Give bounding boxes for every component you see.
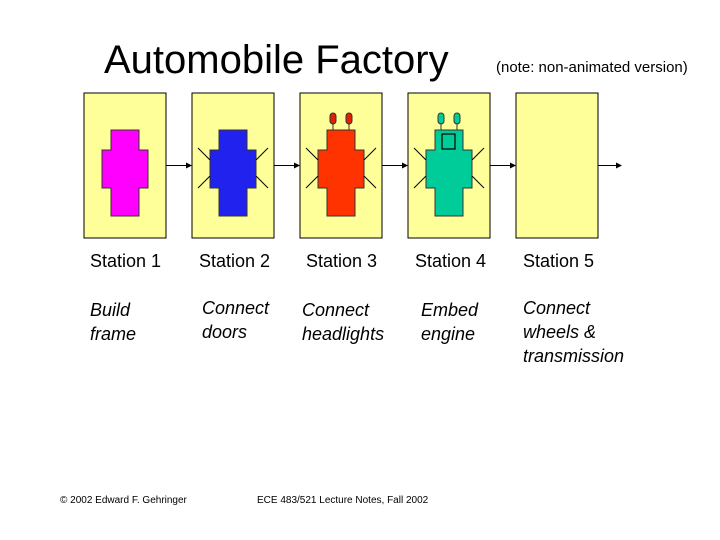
door-line — [197, 147, 211, 161]
door-line — [305, 175, 319, 189]
station-5-label: Station 5 — [523, 251, 595, 271]
door-line — [413, 175, 427, 189]
station-5-description: Connect wheels & transmission — [523, 298, 625, 366]
arrow-head — [510, 162, 516, 169]
arrow-head — [294, 162, 300, 169]
version-note: (note: non-animated version) — [496, 59, 688, 76]
station-4-label: Station 4 — [415, 251, 487, 271]
station-2-label: Station 2 — [199, 251, 271, 271]
headlight — [437, 112, 445, 125]
station-3-description: Connect headlights — [302, 300, 385, 344]
station-1 — [83, 92, 192, 239]
station-5 — [515, 92, 622, 239]
headlight — [345, 112, 353, 125]
door-line — [413, 147, 427, 161]
headlight — [329, 112, 337, 125]
door-line — [471, 147, 485, 161]
door-line — [305, 147, 319, 161]
car-frame — [101, 129, 149, 217]
door-line — [197, 175, 211, 189]
station-4 — [407, 92, 516, 239]
engine-block — [441, 133, 456, 150]
arrow-head — [402, 162, 408, 169]
door-line — [363, 175, 377, 189]
arrow-head — [186, 162, 192, 169]
arrow-head — [616, 162, 622, 169]
door-line — [471, 175, 485, 189]
car-frame — [317, 129, 365, 217]
door-line — [255, 147, 269, 161]
footer-course: ECE 483/521 Lecture Notes, Fall 2002 — [257, 495, 429, 506]
car-frame — [209, 129, 257, 217]
footer-copyright: © 2002 Edward F. Gehringer — [60, 495, 187, 506]
station-4-description: Embed engine — [421, 300, 479, 344]
station-1-label: Station 1 — [90, 251, 162, 271]
door-line — [255, 175, 269, 189]
station-3-label: Station 3 — [306, 251, 378, 271]
car-frame — [425, 129, 473, 217]
page-title: Automobile Factory — [104, 38, 449, 82]
station-box — [515, 92, 599, 239]
station-2 — [191, 92, 300, 239]
station-3 — [299, 92, 408, 239]
station-2-description: Connect doors — [202, 298, 270, 342]
headlight — [453, 112, 461, 125]
door-line — [363, 147, 377, 161]
station-1-description: Build frame — [90, 300, 137, 344]
